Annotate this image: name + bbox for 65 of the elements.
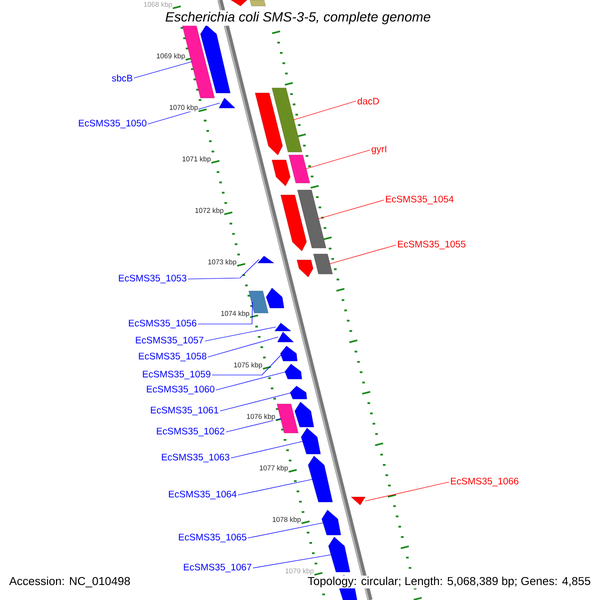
gene-label: EcSMS35_1066 xyxy=(451,478,518,486)
leader-line xyxy=(328,244,396,264)
gene-marker xyxy=(218,98,236,108)
gene-block xyxy=(301,428,321,454)
leader-line xyxy=(226,418,282,432)
leader-line xyxy=(216,371,288,390)
leader-line xyxy=(252,554,333,568)
gene-block xyxy=(313,254,333,274)
gene-block xyxy=(276,404,298,434)
gene-label: EcSMS35_1062 xyxy=(156,428,224,436)
gene-label: dacD xyxy=(358,98,379,104)
gene-block xyxy=(328,536,350,572)
gene-label: gyrI xyxy=(372,146,386,154)
gene-block xyxy=(280,194,307,252)
gene-label: EcSMS35_1061 xyxy=(150,406,218,416)
gene-label: EcSMS35_1055 xyxy=(398,240,466,250)
gene-label: EcSMS35_1053 xyxy=(118,274,186,284)
gene-label: EcSMS35_1057 xyxy=(136,336,204,346)
leader-line xyxy=(204,326,276,342)
leader-line xyxy=(212,353,283,376)
gene-block xyxy=(288,154,310,184)
accession-text: Accession: NC_010498 xyxy=(8,576,132,588)
gene-block xyxy=(296,260,314,278)
leader-line xyxy=(148,102,220,124)
gene-label: EcSMS35_1065 xyxy=(178,534,246,542)
leader-line xyxy=(238,478,314,496)
gene-label: EcSMS35_1060 xyxy=(146,386,214,394)
gene-block xyxy=(266,288,284,308)
gene-block xyxy=(284,364,302,380)
leader-line xyxy=(198,302,253,324)
leader-line xyxy=(220,392,292,412)
leader-line xyxy=(188,259,260,280)
gene-label: sbcB xyxy=(112,74,132,82)
gene-block xyxy=(322,510,341,536)
gene-block xyxy=(280,346,298,362)
gene-block xyxy=(297,190,326,248)
gene-marker xyxy=(274,322,291,332)
gene-block xyxy=(255,92,283,156)
leader-line xyxy=(134,61,193,78)
leader-line xyxy=(304,150,370,170)
gene-marker xyxy=(351,496,366,506)
leader-line xyxy=(292,100,356,120)
gene-label: EcSMS35_1056 xyxy=(128,320,196,328)
gene-marker xyxy=(277,332,294,342)
gene-label: EcSMS35_1054 xyxy=(386,196,454,204)
gene-marker xyxy=(258,256,274,264)
leader-line xyxy=(208,336,278,358)
gene-label: EcSMS35_1058 xyxy=(138,352,206,362)
gene-block xyxy=(272,88,302,152)
gene-label: EcSMS35_1064 xyxy=(168,490,237,500)
gene-marker xyxy=(230,0,248,6)
gene-block xyxy=(272,160,290,186)
leader-line xyxy=(230,440,304,458)
gene-block xyxy=(248,290,268,314)
gene-block xyxy=(200,24,230,94)
gene-label: EcSMS35_1067 xyxy=(184,564,252,572)
gene-block xyxy=(250,0,266,6)
gene-label: EcSMS35_1063 xyxy=(162,454,230,462)
leader-line xyxy=(318,200,384,220)
gene-label: EcSMS35_1050 xyxy=(78,120,146,128)
leader-line xyxy=(364,482,450,502)
gene-label: EcSMS35_1059 xyxy=(142,370,210,380)
leader-line xyxy=(248,522,325,538)
gene-block xyxy=(294,402,314,428)
gene-block xyxy=(290,386,307,400)
